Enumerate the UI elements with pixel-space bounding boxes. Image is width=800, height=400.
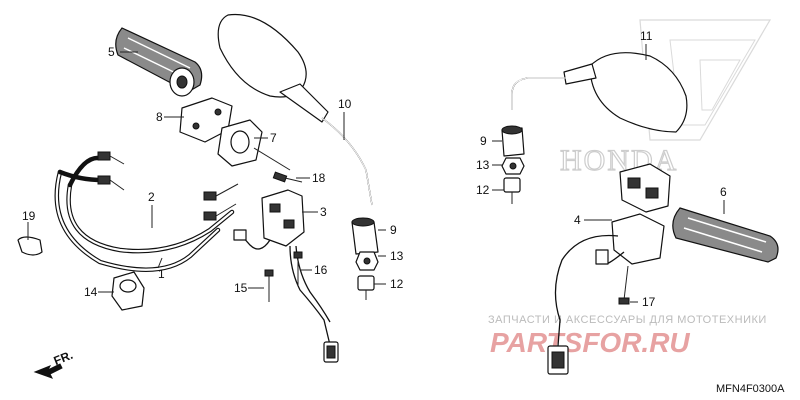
callout-5: 5 xyxy=(108,45,115,59)
part-13-nut-right xyxy=(501,157,525,175)
callout-2: 2 xyxy=(148,190,155,204)
direction-label: FR. xyxy=(52,348,75,368)
callout-17: 17 xyxy=(642,295,656,309)
callout-7: 7 xyxy=(270,131,277,145)
part-13-nut-left xyxy=(355,251,379,271)
part-5-throttle-grip xyxy=(115,27,203,97)
callout-13-right: 13 xyxy=(476,158,490,172)
part-12-collar-right xyxy=(503,177,521,204)
callout-19: 19 xyxy=(22,209,36,223)
callout-4: 4 xyxy=(574,213,581,227)
leader-lines xyxy=(27,44,725,303)
part-12-collar-left xyxy=(357,275,375,300)
part-1-2-throttle-cables xyxy=(54,151,239,272)
part-19-clamp xyxy=(17,236,43,256)
callout-3: 3 xyxy=(320,205,327,219)
callout-labels: 5 8 7 10 18 3 16 15 2 1 19 14 9 13 12 11… xyxy=(22,29,727,309)
part-15-screw xyxy=(264,269,274,302)
part-11-right-mirror xyxy=(511,52,688,133)
callout-12-left: 12 xyxy=(390,277,404,291)
part-14-holder xyxy=(111,271,145,311)
callout-14: 14 xyxy=(84,285,98,299)
arrow-icon xyxy=(33,363,63,379)
diagram-code: MFN4F0300A xyxy=(716,383,785,395)
callout-16: 16 xyxy=(314,263,328,277)
part-9-bar-end-right xyxy=(501,125,525,157)
part-3-left-switch xyxy=(233,189,339,363)
part-6-right-grip xyxy=(672,207,779,263)
callout-15: 15 xyxy=(234,281,248,295)
watermark-logo: PARTSFOR.RU xyxy=(490,327,690,358)
part-9-bar-end-left xyxy=(351,217,379,255)
part-18-screw xyxy=(272,171,303,183)
callout-6: 6 xyxy=(720,185,727,199)
part-16-screw xyxy=(293,251,303,286)
part-10-left-mirror xyxy=(217,13,373,206)
callout-9-right: 9 xyxy=(480,134,487,148)
callout-12-right: 12 xyxy=(476,183,490,197)
callout-18: 18 xyxy=(312,171,326,185)
direction-indicator: FR. xyxy=(33,348,75,379)
callout-11: 11 xyxy=(640,29,653,43)
callout-1: 1 xyxy=(158,267,165,281)
part-7-housing-lower xyxy=(217,119,263,167)
callout-8: 8 xyxy=(156,110,163,124)
callout-10: 10 xyxy=(338,97,352,111)
watermark-text: ЗАПЧАСТИ И АКСЕССУАРЫ ДЛЯ МОТОТЕХНИКИ xyxy=(488,314,767,326)
callout-13-left: 13 xyxy=(390,249,404,263)
callout-9-left: 9 xyxy=(390,223,397,237)
watermark: ЗАПЧАСТИ И АКСЕССУАРЫ ДЛЯ МОТОТЕХНИКИ PA… xyxy=(488,314,767,358)
part-4-right-switch xyxy=(547,163,671,375)
part-17-screw xyxy=(618,265,630,305)
